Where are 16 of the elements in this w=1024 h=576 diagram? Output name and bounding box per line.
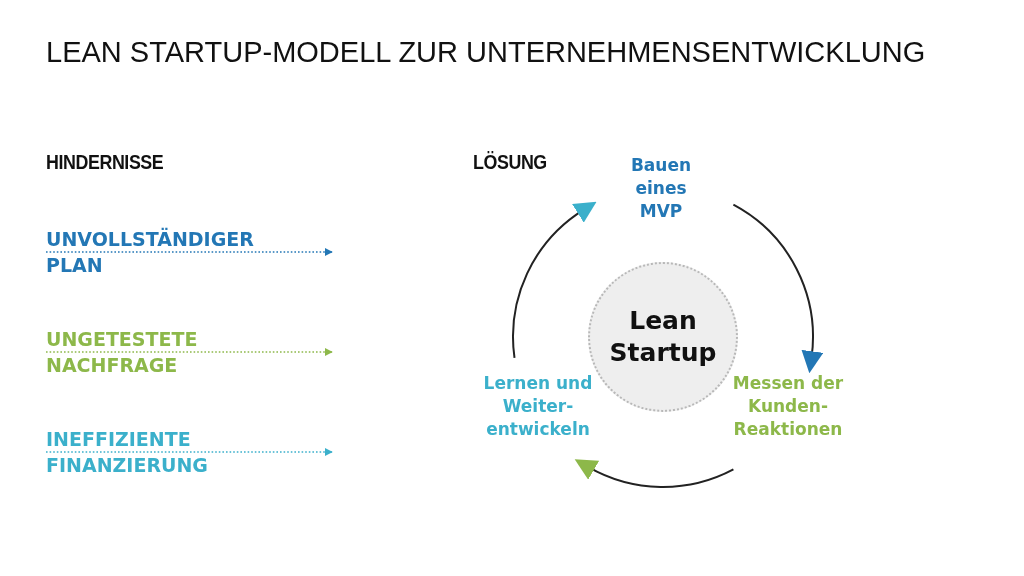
- center-label: Lean Startup: [608, 305, 718, 369]
- obstacle-label: UNGETESTETE NACHFRAGE: [46, 326, 276, 378]
- section-heading: HINDERNISSE: [46, 150, 164, 174]
- arrow: [732, 203, 823, 374]
- arrow: [45, 348, 333, 356]
- arrow: [574, 459, 735, 488]
- cycle-step-label: Messen der Kunden- Reaktionen: [728, 368, 848, 444]
- cycle-step-label: Bauen eines MVP: [622, 150, 700, 226]
- section-heading: LÖSUNG: [473, 150, 547, 174]
- arrow: [45, 248, 333, 256]
- slide-title: LEAN STARTUP-MODELL ZUR UNTERNEHMENSENTWICKLUNG: [46, 36, 926, 69]
- arrow: [512, 200, 596, 359]
- arrow: [45, 448, 333, 456]
- cycle-step-label: Lernen und Weiter- entwickeln: [478, 368, 598, 444]
- obstacle-label: UNVOLLSTÄNDIGER PLAN: [46, 226, 276, 278]
- obstacle-label: INEFFIZIENTE FINANZIERUNG: [46, 426, 276, 478]
